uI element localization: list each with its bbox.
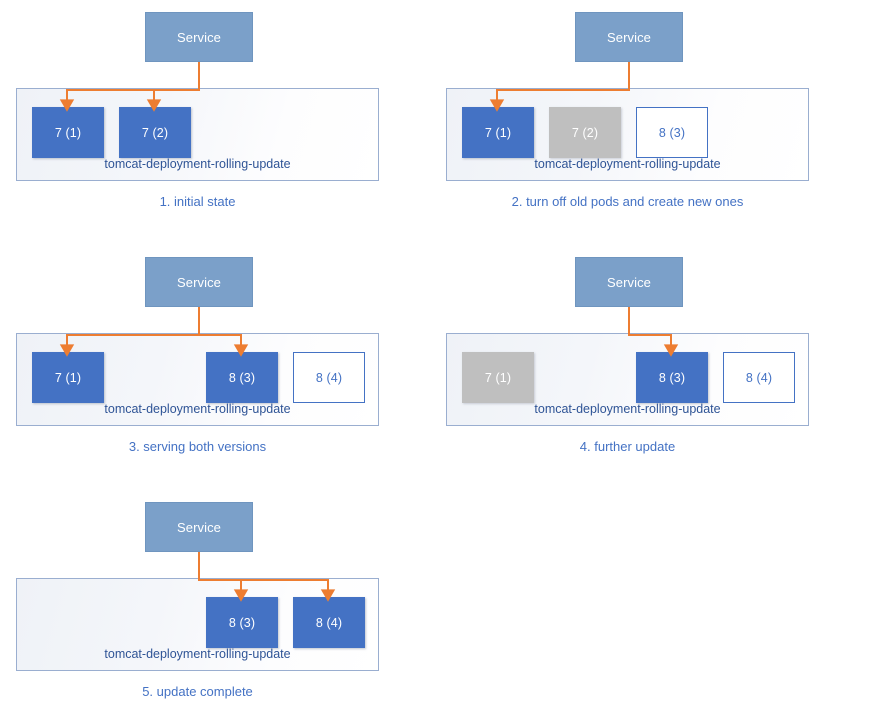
panel-caption: 4. further update [579, 439, 676, 454]
pod-box[interactable]: 7 (1) [462, 352, 534, 403]
pod-label: 8 (3) [228, 370, 256, 385]
pod-label: 7 (1) [54, 125, 82, 140]
pod-box[interactable]: 8 (4) [293, 597, 365, 648]
pod-label: 8 (4) [315, 615, 343, 630]
deployment-container[interactable]: 8 (3) 8 (4) tomcat-deployment-rolling-upda… [16, 578, 379, 671]
service-label: Service [176, 29, 222, 45]
deployment-label: tomcat-deployment-rolling-update [534, 157, 721, 171]
pod-box[interactable]: 8 (3) [636, 352, 708, 403]
pod-label: 7 (2) [141, 125, 169, 140]
pod-box[interactable]: 8 (4) [293, 352, 365, 403]
deployment-label: tomcat-deployment-rolling-update [104, 402, 291, 416]
deployment-container[interactable]: 7 (1) 8 (3) 8 (4) tomcat-deployment-rolling… [446, 333, 809, 426]
service-box[interactable]: Service [575, 257, 683, 307]
service-box[interactable]: Service [575, 12, 683, 62]
panel-3: Service 7 (1) 8 (3) 8 (4) tomcat-deployment-… [16, 257, 379, 459]
service-box[interactable]: Service [145, 12, 253, 62]
panel-caption: 5. update complete [142, 684, 253, 699]
pod-box[interactable]: 7 (2) [549, 107, 621, 158]
pod-label: 7 (1) [484, 370, 512, 385]
deployment-container[interactable]: 7 (1) 8 (3) 8 (4) tomcat-deployment-rolling… [16, 333, 379, 426]
pod-label: 7 (1) [54, 370, 82, 385]
deployment-container[interactable]: 7 (1) 7 (2) 8 (3) tomcat-deployment-rolling… [446, 88, 809, 181]
deployment-label: tomcat-deployment-rolling-update [534, 402, 721, 416]
pod-box[interactable]: 7 (1) [32, 107, 104, 158]
pod-label: 7 (1) [484, 125, 512, 140]
pod-label: 8 (3) [658, 370, 686, 385]
pod-label: 7 (2) [571, 125, 599, 140]
panel-1: Service 7 (1) 7 (2) tomcat-deployment-rolli… [16, 12, 379, 214]
pod-box[interactable]: 8 (3) [206, 597, 278, 648]
panel-caption: 1. initial state [159, 194, 236, 209]
pod-label: 8 (4) [315, 370, 343, 385]
pod-box[interactable]: 7 (1) [462, 107, 534, 158]
pod-box[interactable]: 7 (1) [32, 352, 104, 403]
deployment-label: tomcat-deployment-rolling-update [104, 157, 291, 171]
panel-caption: 3. serving both versions [128, 439, 267, 454]
pod-label: 8 (3) [658, 125, 686, 140]
panel-2: Service 7 (1) 7 (2) 8 (3) tomcat-deployment-… [446, 12, 809, 214]
pod-label: 8 (4) [745, 370, 773, 385]
service-label: Service [176, 274, 222, 290]
service-box[interactable]: Service [145, 502, 253, 552]
service-label: Service [606, 29, 652, 45]
pod-box[interactable]: 8 (3) [206, 352, 278, 403]
pod-label: 8 (3) [228, 615, 256, 630]
deployment-label: tomcat-deployment-rolling-update [104, 647, 291, 661]
panel-5: Service 8 (3) 8 (4) tomcat-deployment-rolli… [16, 502, 379, 704]
service-box[interactable]: Service [145, 257, 253, 307]
panel-4: Service 7 (1) 8 (3) 8 (4) tomcat-deployment-… [446, 257, 809, 459]
pod-box[interactable]: 8 (3) [636, 107, 708, 158]
pod-box[interactable]: 8 (4) [723, 352, 795, 403]
service-label: Service [176, 519, 222, 535]
deployment-container[interactable]: 7 (1) 7 (2) tomcat-deployment-rolling-upda… [16, 88, 379, 181]
service-label: Service [606, 274, 652, 290]
panel-caption: 2. turn off old pods and create new ones [511, 194, 744, 209]
pod-box[interactable]: 7 (2) [119, 107, 191, 158]
